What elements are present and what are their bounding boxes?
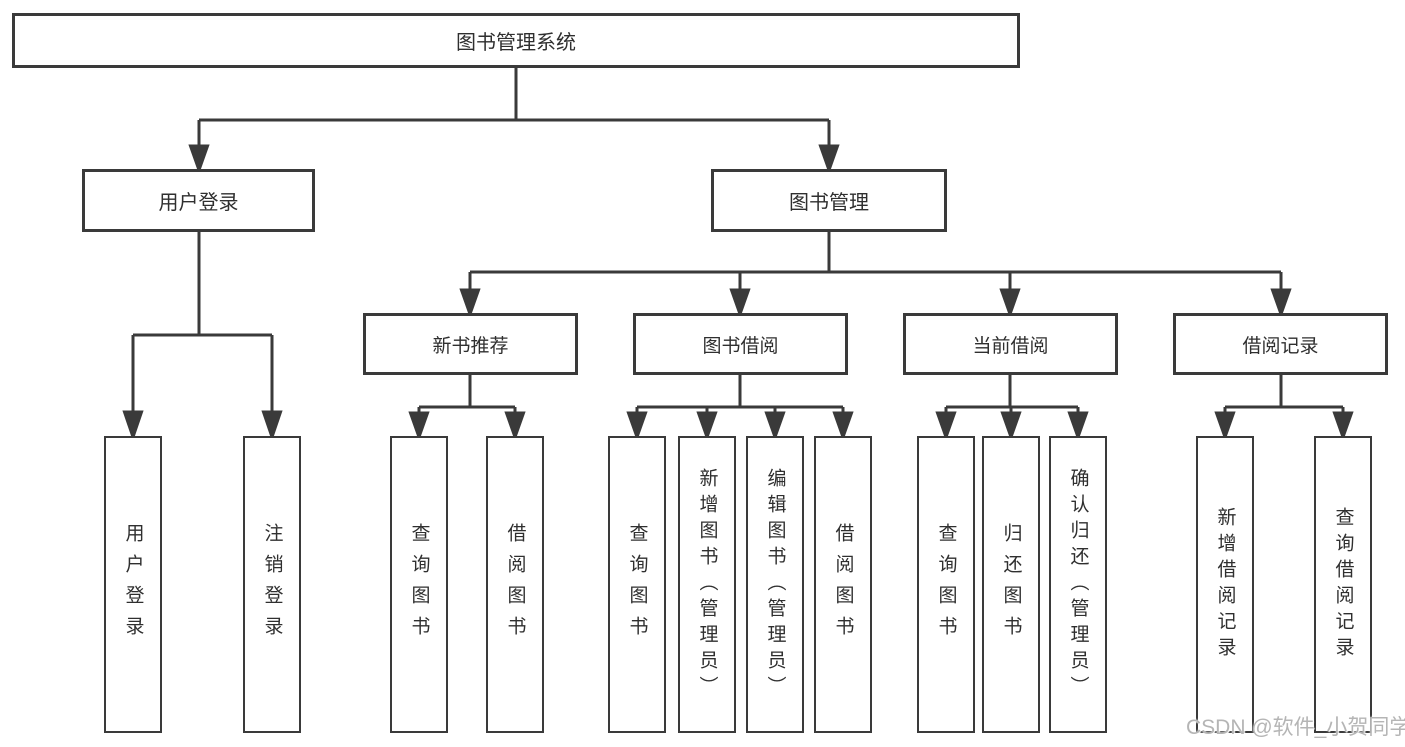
leaf-records-add-borrow-record: 新增借阅记录: [1196, 436, 1254, 733]
node-label: 借阅记录: [1242, 335, 1319, 357]
leaf-borrowing-edit-books-admin: 编辑图书（管理员）: [746, 436, 804, 733]
leaf-records-query-borrow-record: 查询借阅记录: [1314, 436, 1372, 733]
node-label: 查询图书: [626, 522, 648, 647]
connector-current-to-leaves: [935, 375, 1089, 442]
node-label: 图书管理系统: [456, 32, 576, 54]
node-label: 归还图书: [1000, 522, 1022, 647]
node-label: 图书管理: [789, 192, 869, 214]
node-label: 新增借阅记录: [1214, 506, 1236, 663]
connector-records-to-leaves: [1214, 375, 1354, 442]
node-library-management-system: 图书管理系统: [12, 13, 1020, 68]
leaf-borrowing-query-books: 查询图书: [608, 436, 666, 733]
leaf-logout: 注销登录: [243, 436, 301, 733]
node-label: 新书推荐: [432, 335, 509, 357]
connector-user-login-to-leaves: [122, 232, 283, 442]
connector-borrowing-to-leaves: [626, 375, 854, 442]
leaf-user-login: 用户登录: [104, 436, 162, 733]
node-current-borrowing: 当前借阅: [903, 313, 1118, 375]
node-label: 注销登录: [261, 522, 283, 647]
node-label: 借阅图书: [832, 522, 854, 647]
node-label: 借阅图书: [504, 522, 526, 647]
node-label: 用户登录: [122, 522, 144, 647]
leaf-borrowing-add-books-admin: 新增图书（管理员）: [678, 436, 736, 733]
node-label: 编辑图书（管理员）: [764, 467, 786, 702]
connector-book-management-to-level3: [459, 232, 1292, 319]
node-new-book-recommend: 新书推荐: [363, 313, 578, 375]
node-label: 查询图书: [935, 522, 957, 647]
node-label: 新增图书（管理员）: [696, 467, 718, 702]
csdn-watermark: CSDN @软件_小贺同学: [1186, 716, 1405, 739]
node-book-management: 图书管理: [711, 169, 947, 232]
connector-recommend-to-leaves: [408, 375, 526, 442]
leaf-current-query-books: 查询图书: [917, 436, 975, 733]
node-book-borrowing: 图书借阅: [633, 313, 848, 375]
connector-root-to-level2: [188, 68, 840, 175]
node-user-login: 用户登录: [82, 169, 315, 232]
leaf-current-confirm-return-admin: 确认归还（管理员）: [1049, 436, 1107, 733]
node-label: 图书借阅: [702, 335, 779, 357]
node-label: 查询借阅记录: [1332, 506, 1354, 663]
leaf-recommend-query-books: 查询图书: [390, 436, 448, 733]
leaf-borrowing-borrow-books: 借阅图书: [814, 436, 872, 733]
node-label: 当前借阅: [972, 335, 1049, 357]
leaf-current-return-books: 归还图书: [982, 436, 1040, 733]
node-label: 用户登录: [158, 192, 239, 214]
node-borrowing-records: 借阅记录: [1173, 313, 1388, 375]
node-label: 确认归还（管理员）: [1067, 467, 1089, 702]
node-label: 查询图书: [408, 522, 430, 647]
leaf-recommend-borrow-books: 借阅图书: [486, 436, 544, 733]
